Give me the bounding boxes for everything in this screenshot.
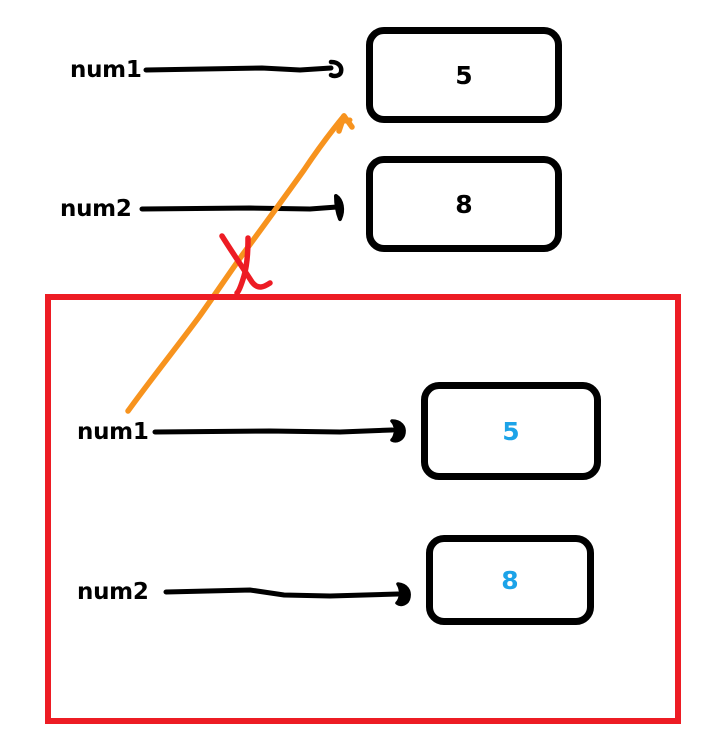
outer-variable-label-num2: num2 [60,196,132,222]
inner-variable-label-num2: num2 [77,579,149,605]
inner-num2-pointer [163,582,411,607]
outer-num1-pointer [143,59,344,79]
outer-value-num1: 5 [455,60,473,90]
inner-value-num1: 5 [502,416,520,446]
outer-variable-label-num1: num1 [70,57,142,83]
inner-num1-pointer [152,419,406,443]
inner-value-box-num1[interactable]: 5 [421,382,601,480]
inner-value-box-num2[interactable]: 8 [426,535,594,625]
outer-value-box-num1[interactable]: 5 [366,27,562,123]
inner-scope-frame [45,294,681,724]
outer-value-box-num2[interactable]: 8 [366,156,562,252]
orange-arrow-icon [125,113,355,414]
inner-value-num2: 8 [501,565,519,595]
inner-variable-label-num1: num1 [77,419,149,445]
outer-num2-pointer [139,194,345,221]
outer-value-num2: 8 [455,189,473,219]
red-cross-out-icon [219,233,273,296]
